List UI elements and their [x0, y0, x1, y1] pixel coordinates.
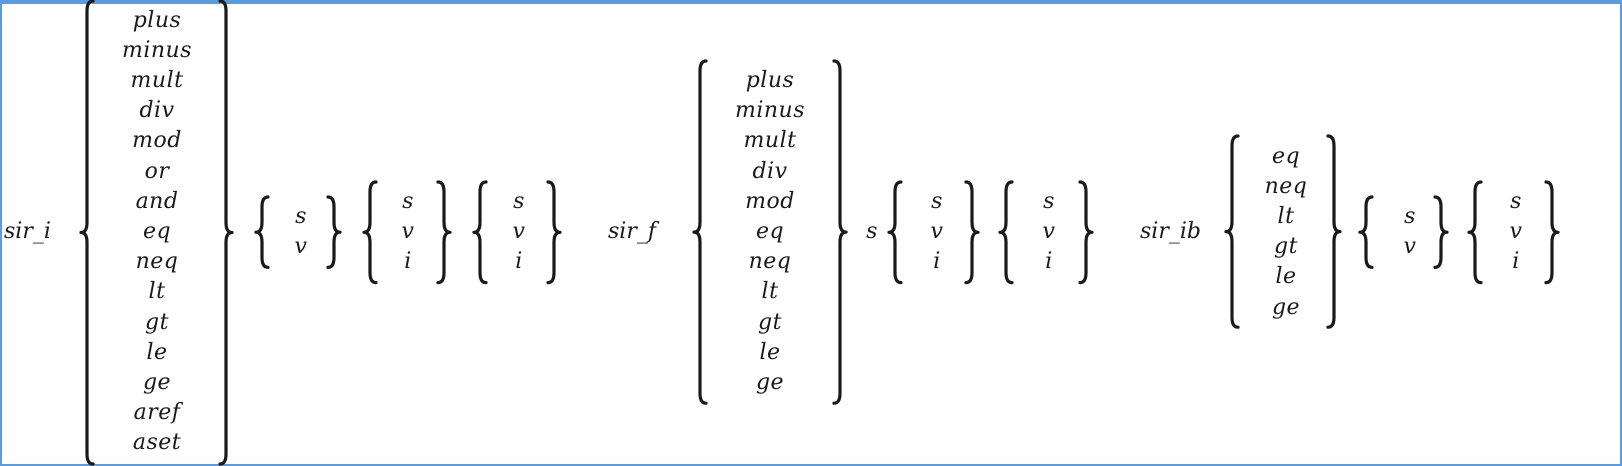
right-brace-stroke [832, 59, 848, 405]
option-item: ge [142, 370, 172, 395]
option-item: gt [758, 309, 782, 335]
left-brace [998, 180, 1014, 284]
option-item: plus [745, 68, 795, 93]
option-item: s [1510, 188, 1522, 214]
option-item: lt [1277, 203, 1295, 229]
left-brace [692, 59, 708, 405]
option-item: i [515, 249, 523, 275]
option-item: lt [148, 279, 166, 305]
option-item: v [930, 219, 944, 244]
left-brace-stroke [887, 180, 903, 284]
right-brace [218, 0, 234, 466]
option-item: s [1043, 188, 1055, 214]
left-brace-stroke [1358, 195, 1374, 269]
option-item: or [144, 158, 170, 184]
option-item: i [1512, 249, 1520, 275]
left-brace-stroke [1467, 180, 1483, 284]
right-brace [1326, 134, 1342, 330]
option-item: le [1275, 264, 1297, 290]
option-item: plus [132, 7, 182, 33]
left-brace [1224, 134, 1240, 330]
left-brace [1358, 195, 1374, 269]
left-brace [362, 180, 378, 284]
option-item: neq [748, 249, 792, 275]
option-item: neq [1264, 173, 1308, 199]
left-brace-stroke [998, 180, 1014, 284]
left-brace [472, 180, 488, 284]
option-item: eq [142, 219, 172, 244]
option-item: lt [761, 279, 779, 305]
option-item: mod [745, 188, 795, 214]
option-item: eq [755, 219, 785, 244]
right-brace-stroke [1433, 195, 1449, 269]
option-item: minus [734, 98, 806, 124]
right-brace-stroke [964, 180, 980, 284]
option-item: mult [743, 128, 797, 154]
option-item: v [1042, 219, 1056, 244]
right-brace [832, 59, 848, 405]
expression-name: sir_f [608, 219, 656, 244]
left-brace [887, 180, 903, 284]
option-item: v [294, 234, 308, 260]
option-item: eq [1271, 143, 1301, 169]
option-item: minus [121, 37, 193, 63]
option-item: s [513, 188, 525, 214]
right-brace-stroke [546, 180, 562, 284]
right-brace [436, 180, 452, 284]
option-item: div [752, 158, 788, 184]
right-brace-stroke [1544, 180, 1560, 284]
right-brace [326, 195, 342, 269]
option-item: and [135, 188, 179, 214]
option-item: ge [1271, 294, 1301, 320]
right-brace [1433, 195, 1449, 269]
option-item: v [1509, 219, 1523, 244]
left-brace [79, 0, 95, 466]
expression-name: sir_ib [1140, 219, 1201, 244]
left-brace-stroke [362, 180, 378, 284]
expression-name: sir_i [4, 219, 51, 244]
right-brace-stroke [1078, 180, 1094, 284]
right-brace-stroke [326, 195, 342, 269]
option-item: aref [133, 400, 181, 426]
option-item: i [404, 249, 412, 275]
right-brace-stroke [218, 0, 234, 466]
option-item: neq [135, 249, 179, 275]
option-item: s [402, 188, 414, 214]
option-item: s [295, 203, 307, 229]
left-brace-stroke [254, 195, 270, 269]
option-item: aset [132, 430, 182, 456]
left-brace-stroke [692, 59, 708, 405]
option-item: mult [130, 68, 184, 93]
right-brace [964, 180, 980, 284]
option-item: mod [132, 128, 182, 154]
option-item: v [1403, 234, 1417, 260]
left-brace-stroke [472, 180, 488, 284]
right-brace-stroke [436, 180, 452, 284]
inline-item: s [866, 219, 878, 244]
option-item: s [1404, 203, 1416, 229]
option-item: gt [145, 309, 169, 335]
option-item: s [931, 188, 943, 214]
option-item: i [1045, 249, 1053, 275]
left-brace [1467, 180, 1483, 284]
left-brace-stroke [1224, 134, 1240, 330]
option-item: div [139, 98, 175, 124]
right-brace [1078, 180, 1094, 284]
right-brace [546, 180, 562, 284]
option-item: v [512, 219, 526, 244]
option-item: le [759, 339, 781, 365]
option-item: ge [755, 370, 785, 395]
option-item: i [933, 249, 941, 275]
right-brace-stroke [1326, 134, 1342, 330]
option-item: le [146, 339, 168, 365]
left-brace [254, 195, 270, 269]
right-brace [1544, 180, 1560, 284]
option-item: v [401, 219, 415, 244]
option-item: gt [1274, 234, 1298, 260]
left-brace-stroke [79, 0, 95, 466]
